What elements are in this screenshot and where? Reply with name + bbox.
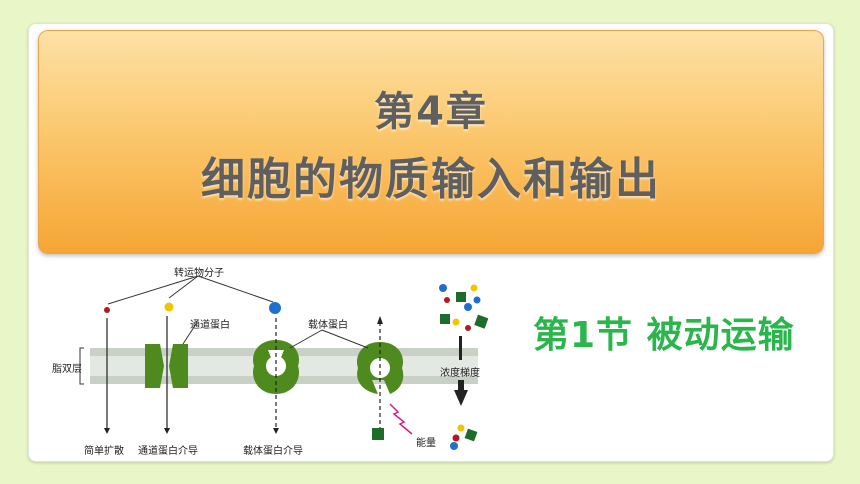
label-energy: 能量 (416, 438, 436, 449)
label-channel-protein: 通道蛋白 (190, 320, 230, 331)
pointer-line (168, 275, 199, 299)
pointer-line (182, 323, 197, 345)
small-molecule (104, 307, 110, 313)
arrow-head (104, 428, 110, 434)
carrier-pocket (266, 356, 286, 376)
gradient-arrow-head (454, 390, 468, 406)
label-carrier-mediated: 载体蛋白介导 (243, 446, 303, 457)
transport-diagram-figure (79, 275, 489, 450)
large-molecule (269, 302, 281, 314)
chapter-title: 第4章 (374, 89, 488, 135)
label-simple-diffusion: 简单扩散 (84, 446, 124, 457)
title-banner: 第4章 细胞的物质输入和输出 (38, 30, 824, 254)
ion-molecule (164, 302, 174, 312)
transport-diagram: 转运物分子 通道蛋白 载体蛋白 脂双层 简单扩散 通道蛋白介导 载体蛋白介导 能… (28, 252, 528, 460)
label-channel-mediated: 通道蛋白介导 (138, 446, 198, 457)
section-title: 第1节 被动运输 (533, 315, 795, 356)
label-concentration-gradient: 浓度梯度 (440, 368, 480, 379)
channel-protein-right (169, 344, 188, 388)
pointer-line (107, 275, 199, 305)
gradient-bar (459, 336, 462, 360)
bilayer-bracket (79, 347, 84, 385)
channel-protein-left (145, 344, 164, 388)
pointer-line (197, 275, 274, 303)
energy-source-box (372, 428, 384, 440)
label-carrier-protein: 载体蛋白 (308, 320, 348, 331)
energy-zigzag (389, 403, 413, 435)
label-transport-molecules: 转运物分子 (174, 268, 224, 279)
label-lipid-bilayer: 脂双层 (52, 364, 82, 375)
chapter-subtitle: 细胞的物质输入和输出 (201, 154, 661, 205)
